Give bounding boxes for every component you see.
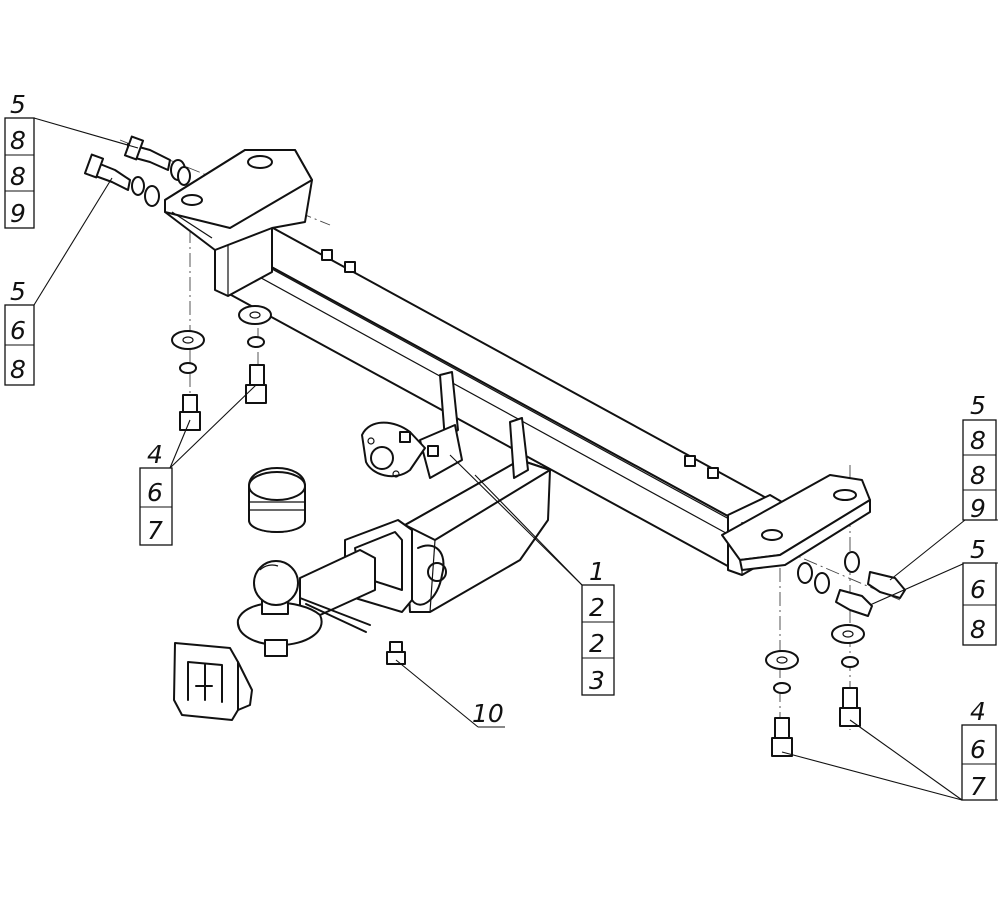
callout-label: 2 xyxy=(589,593,605,622)
callout-label: 5 xyxy=(10,277,26,306)
callout-label: 8 xyxy=(970,461,986,490)
callout-label: 8 xyxy=(10,355,26,384)
callout-right-bottom: 4 6 7 xyxy=(961,697,997,801)
callout-label: 1 xyxy=(589,557,605,586)
callout-label: 4 xyxy=(970,697,986,726)
callout-right-a: 5 8 8 9 xyxy=(962,391,997,523)
tow-ball xyxy=(236,560,323,657)
hitch-drawbar xyxy=(299,459,551,633)
callout-label: 8 xyxy=(10,162,26,191)
callout-label: 6 xyxy=(10,316,26,345)
callout-label: 7 xyxy=(970,772,986,801)
callout-label: 5 xyxy=(970,391,986,420)
callout-label: 8 xyxy=(970,426,986,455)
callout-top-left-a: 5 8 8 9 xyxy=(4,90,35,229)
left-fasteners xyxy=(83,135,272,431)
right-bracket xyxy=(721,474,871,571)
left-bracket xyxy=(164,149,313,251)
socket-bracket xyxy=(361,371,529,479)
ball-cover xyxy=(248,467,306,533)
callout-label: 2 xyxy=(589,629,605,658)
callout-right-b: 5 6 8 xyxy=(962,535,997,646)
callout-label: 6 xyxy=(147,478,163,507)
callout-label: 9 xyxy=(970,494,986,523)
bolt-10 xyxy=(386,641,406,665)
callout-label: 10 xyxy=(472,699,504,728)
callout-label: 6 xyxy=(970,735,986,764)
callout-label: 6 xyxy=(970,575,986,604)
callout-label: 5 xyxy=(10,90,26,119)
callout-left-mid: 4 6 7 xyxy=(139,440,173,546)
callout-label: 7 xyxy=(147,516,163,545)
callout-bolt-bottom: 10 xyxy=(472,699,504,728)
callout-top-left-b: 5 6 8 xyxy=(4,277,35,386)
callout-label: 8 xyxy=(970,615,986,644)
callout-label: 4 xyxy=(147,440,163,469)
callout-label: 3 xyxy=(589,666,605,695)
callout-label: 8 xyxy=(10,126,26,155)
logo-plug-icon xyxy=(173,642,253,721)
callout-label: 5 xyxy=(970,535,986,564)
callout-center: 1 2 2 3 xyxy=(581,557,615,696)
right-fasteners xyxy=(765,551,906,757)
callout-label: 9 xyxy=(10,199,26,228)
